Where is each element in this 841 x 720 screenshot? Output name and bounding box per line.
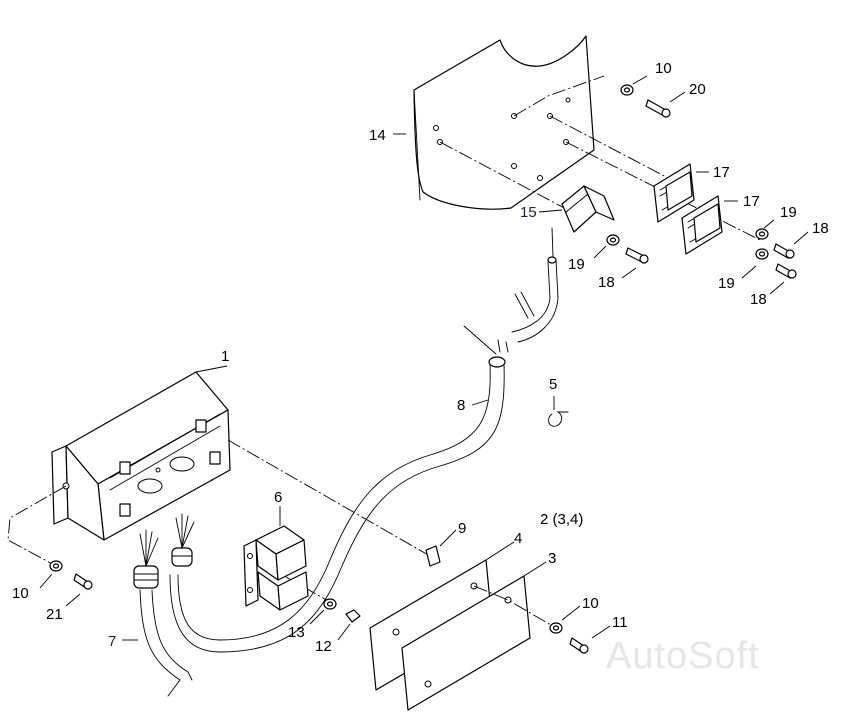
callout-1: 1 xyxy=(221,348,229,365)
washer-10-left xyxy=(49,560,63,572)
screw-21 xyxy=(73,573,93,590)
callout-10-right: 10 xyxy=(582,595,599,612)
clip-lower xyxy=(681,195,723,255)
screw-11 xyxy=(569,637,589,654)
clip-upper xyxy=(653,163,695,223)
washer-19-a xyxy=(606,234,620,246)
callout-18-b: 18 xyxy=(812,220,829,237)
callout-21: 21 xyxy=(46,606,63,623)
callout-12: 12 xyxy=(315,638,332,655)
callout-3: 3 xyxy=(548,550,556,567)
callout-18-a: 18 xyxy=(598,274,615,291)
washer-10-top xyxy=(620,84,634,96)
screw-18-b xyxy=(773,243,795,259)
washer-19-c xyxy=(755,248,769,260)
cable-gland-right xyxy=(171,513,195,567)
callout-11: 11 xyxy=(612,614,628,631)
callout-13: 13 xyxy=(288,624,305,641)
callout-6: 6 xyxy=(274,489,282,506)
cable-gland-left xyxy=(133,529,193,697)
callout-8: 8 xyxy=(457,397,465,414)
callout-15: 15 xyxy=(520,204,537,221)
callout-7: 7 xyxy=(108,633,116,650)
tube xyxy=(169,227,559,653)
callout-4: 4 xyxy=(514,530,522,547)
screw-18-c xyxy=(775,263,797,279)
callout-19-a: 19 xyxy=(568,256,585,273)
callout-17-lower: 17 xyxy=(743,193,760,210)
relay xyxy=(243,525,309,611)
callout-10-top: 10 xyxy=(655,60,672,77)
callout-20: 20 xyxy=(689,81,706,98)
callout-2-3-4: 2 (3,4) xyxy=(540,511,583,528)
callout-5: 5 xyxy=(549,376,557,393)
screw-18-a xyxy=(625,247,649,264)
watermark: AutoSoft xyxy=(606,635,760,677)
washer-13 xyxy=(323,598,337,610)
mounting-plate xyxy=(413,35,595,210)
screw-20 xyxy=(645,99,671,118)
callout-9: 9 xyxy=(458,520,466,537)
callout-19-c: 19 xyxy=(718,275,735,292)
washer-19-b xyxy=(755,228,769,240)
junction-box xyxy=(51,371,231,541)
callout-10-left: 10 xyxy=(12,585,29,602)
callout-14: 14 xyxy=(369,127,386,144)
callout-17-upper: 17 xyxy=(713,164,730,181)
callout-19-b: 19 xyxy=(780,204,797,221)
washer-10-right xyxy=(549,622,563,634)
clip-9 xyxy=(425,545,441,567)
nut-12 xyxy=(345,609,361,623)
plate-3 xyxy=(401,575,531,711)
callout-18-c: 18 xyxy=(750,291,767,308)
spring-clip-5 xyxy=(548,411,569,427)
bracket xyxy=(561,185,615,233)
